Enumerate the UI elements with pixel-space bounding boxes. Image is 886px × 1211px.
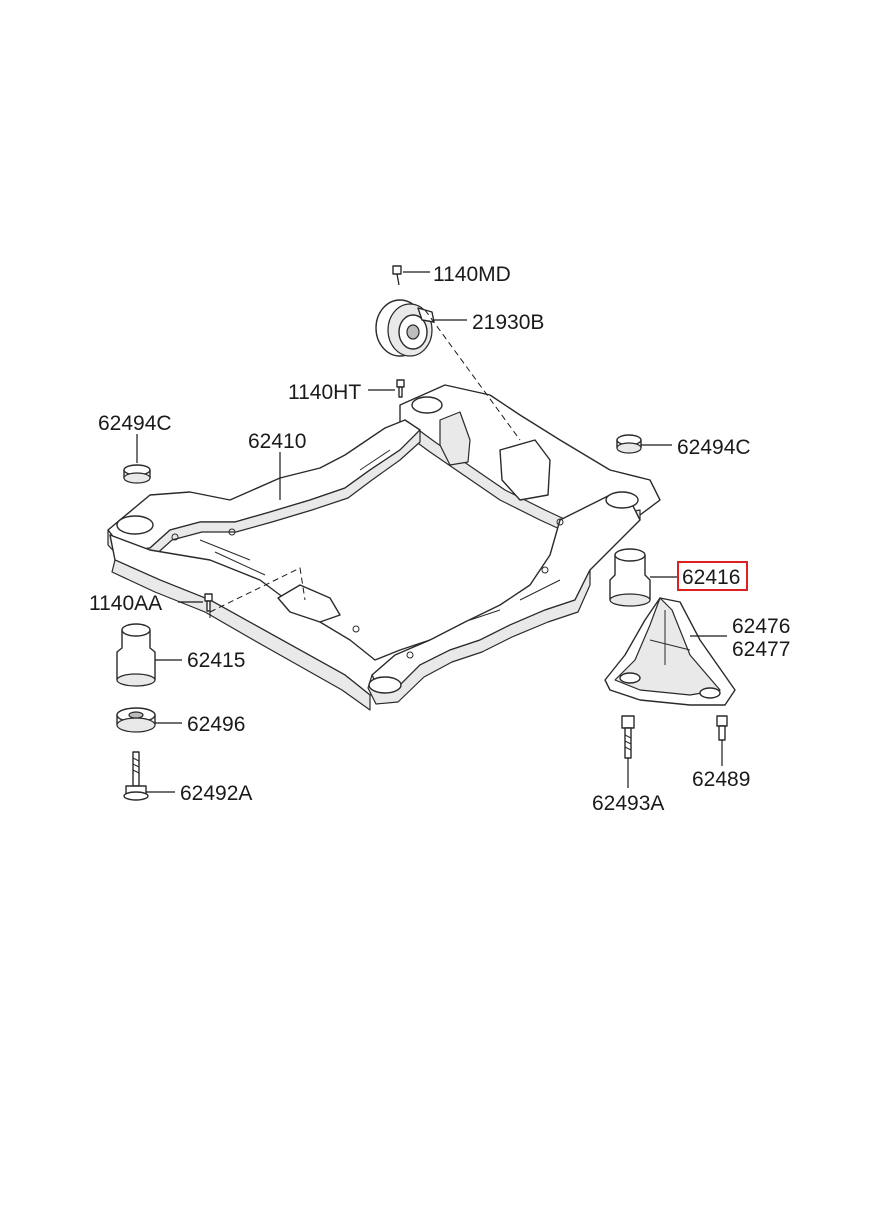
bolt-1140md	[392, 265, 430, 286]
bolt-1140ht	[368, 379, 405, 398]
bolt-62492a	[123, 751, 175, 801]
label-62493a[interactable]: 62493A	[592, 792, 664, 815]
bolt-1140aa	[178, 593, 213, 612]
washer-62496	[116, 707, 182, 733]
label-62476[interactable]: 62476	[732, 615, 790, 638]
label-62489[interactable]: 62489	[692, 768, 750, 791]
label-62410[interactable]: 62410	[248, 430, 306, 453]
label-1140ht[interactable]: 1140HT	[288, 381, 361, 404]
label-1140aa[interactable]: 1140AA	[89, 592, 162, 615]
part-labels: 1140MD 21930B 1140HT 62494C 62410 62494C…	[89, 263, 790, 815]
label-21930b[interactable]: 21930B	[472, 311, 544, 334]
label-62494c-left[interactable]: 62494C	[98, 412, 172, 435]
engine-mount-21930b	[375, 299, 521, 441]
label-62477[interactable]: 62477	[732, 638, 790, 661]
washer-62494c-right	[616, 434, 672, 454]
label-62496[interactable]: 62496	[187, 713, 245, 736]
bushing-62416	[609, 548, 677, 607]
bolt-62489	[716, 715, 728, 766]
highlight-box-62416	[677, 561, 748, 591]
label-62494c-right[interactable]: 62494C	[677, 436, 751, 459]
washer-62494c-left	[123, 434, 151, 484]
bracket-62476-62477	[604, 597, 736, 706]
label-62416[interactable]: 62416	[682, 566, 740, 589]
crossmember-frame	[107, 384, 661, 711]
bushing-62415	[116, 623, 182, 687]
label-1140md[interactable]: 1140MD	[433, 263, 511, 286]
label-62415[interactable]: 62415	[187, 649, 245, 672]
bolt-62493a	[621, 715, 635, 788]
label-62492a[interactable]: 62492A	[180, 782, 252, 805]
